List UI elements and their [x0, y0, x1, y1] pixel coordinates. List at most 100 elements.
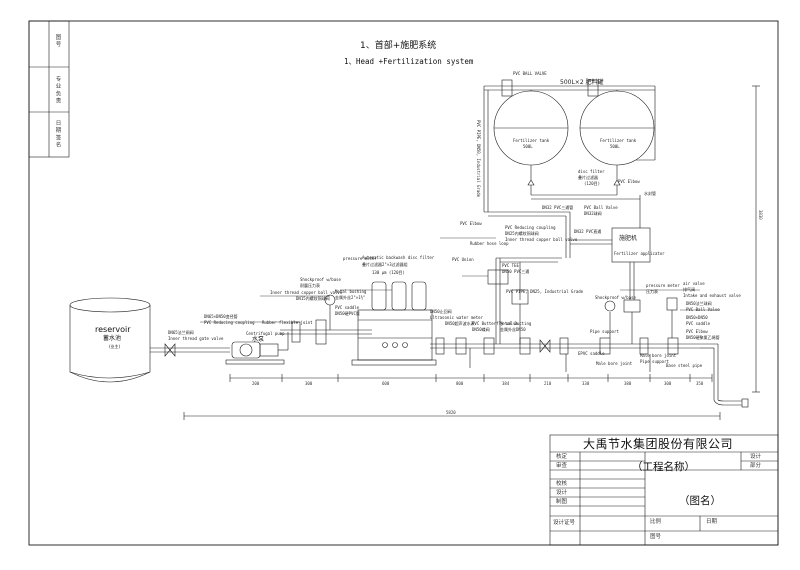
component-label: Pipe support — [590, 329, 619, 334]
tb-row-approve: 核定 — [556, 454, 568, 460]
dimension-label: 800 — [456, 381, 464, 386]
component-label: Metal bushing — [335, 289, 367, 294]
component-label: (120目) — [584, 181, 601, 186]
component-label: PVC Reducing coupling — [204, 320, 255, 325]
component-label: Inner thread gate valve — [168, 336, 224, 341]
component-label: DN32球阀 — [584, 211, 602, 216]
component-label: Rubber flexible joint — [262, 320, 313, 325]
project-name: （工程名称） — [632, 461, 695, 473]
component-label: PVC Union — [452, 257, 474, 262]
component-label: DN32 PVC直通 — [574, 229, 602, 234]
component-label: pressure meter — [343, 256, 377, 261]
component-label: PVC Elbow — [460, 221, 482, 226]
component-label: Automatic backwash disc filter — [362, 255, 435, 260]
component-label: 施肥机 — [619, 235, 638, 242]
component-label: Centrifugal pump — [246, 331, 285, 336]
component-label: DN25内螺纹铜球阀 — [505, 231, 539, 236]
tank2-name: Fertilizer tank — [600, 138, 637, 143]
component-label: Pipe support — [640, 359, 669, 364]
total-dimension: 5820 — [446, 410, 456, 415]
dimension-label: 300 — [664, 381, 672, 386]
dimension-label: 200 — [252, 381, 260, 386]
dimension-label: 350 — [696, 381, 704, 386]
reservoir-label-en: reservoir — [95, 325, 131, 334]
drawing-name: （图名） — [679, 495, 721, 507]
component-label: 压力表 — [646, 289, 658, 294]
company-name: 大禹节水集团股份有限公司 — [583, 437, 734, 451]
component-label: Inner thread copper ball valve — [505, 237, 578, 242]
component-label: Rubber hose loop — [470, 241, 509, 246]
drawing-title-en: 1、Head +Fertilization system — [344, 57, 474, 66]
component-label: PVC TEE — [502, 263, 519, 268]
component-label: PVC saddle — [335, 305, 360, 310]
component-label: PVC Reducing coupling — [505, 225, 556, 230]
component-label: Male bore joint — [596, 361, 633, 366]
component-label: 水泵 — [252, 336, 265, 343]
component-label: DN65法兰闸阀 — [168, 330, 194, 335]
tb-scale: 比例 — [650, 519, 662, 525]
dimension-label: 384 — [502, 381, 510, 386]
component-label: DN50法兰球阀 — [686, 301, 712, 306]
tank1-name: Fertilizer tank — [513, 138, 550, 143]
component-label: DN50 PVC三通 — [502, 269, 530, 274]
tb-row-design: 设计 — [556, 490, 568, 496]
component-label: 叠片过滤器 — [578, 175, 598, 180]
component-label: PVC Butterfly valve — [472, 321, 518, 326]
strip-label-drawing-no: 图 号 — [54, 34, 61, 47]
component-label: 金属外丝DN50 — [500, 327, 526, 332]
component-label: Metal Ducting — [500, 321, 532, 326]
tb-row-check: 校核 — [556, 481, 568, 487]
tank-header: 500L×2 肥料罐 — [560, 79, 604, 86]
tb-part-cell: 部分 — [750, 463, 762, 469]
component-label: PVC Ball Valve — [686, 307, 720, 312]
tb-row-draft: 制图 — [556, 499, 568, 505]
component-label: DN50蝶阀 — [472, 327, 490, 332]
component-label: 耐震压力表 — [300, 283, 320, 288]
dimension-label: 600 — [382, 381, 390, 386]
tank-ball-valve-label: PVC BALL VALVE — [513, 71, 547, 76]
component-label: 排气阀 — [683, 287, 695, 292]
component-label: Male bore joint — [640, 353, 677, 358]
component-label: Fertilizer applicator — [614, 251, 665, 256]
component-label: DN50×DN50 — [686, 315, 708, 320]
component-label: DN50止回阀 — [430, 309, 452, 314]
drawing-title-cn: 1、首部+施肥系统 — [360, 41, 437, 51]
component-label: 130 μm (120目) — [372, 270, 405, 275]
component-label: PVC Ball Valve — [584, 205, 618, 210]
component-label: DN50硬聚氯乙烯管 — [686, 335, 720, 340]
strip-label-lead: 专 业 负 责 — [54, 76, 61, 104]
component-label: Inner thread copper ball valve — [270, 290, 343, 295]
component-label: 水封管 — [644, 191, 656, 196]
tb-drawing-no: 图号 — [650, 534, 662, 540]
component-label: PVC Elbow — [686, 329, 708, 334]
component-label: DN65×DN50变径管 — [204, 314, 238, 319]
component-label: DN32 PVC三通管 — [542, 205, 574, 210]
dimension-label: 300 — [305, 381, 313, 386]
reservoir-owner-note: (业主) — [109, 344, 121, 349]
tank2-volume: 500L — [610, 144, 620, 149]
component-label: air valve — [683, 281, 705, 286]
height-dimension: 3830 — [758, 210, 763, 220]
component-label: Intake and exhaust valve — [683, 293, 741, 298]
strip-label-date: 日 期 签 名 — [54, 120, 61, 148]
component-label: DN15内螺纹铜球阀 — [296, 296, 330, 301]
reservoir-label-cn: 蓄水池 — [103, 335, 122, 342]
dimension-label: 210 — [544, 381, 552, 386]
component-label: pressure meter — [646, 283, 680, 288]
component-label: PVC saddle — [686, 321, 711, 326]
component-label: Base steel pipe — [666, 363, 703, 368]
component-label: 叠片过滤器2"×3过滤器组 — [362, 262, 408, 267]
tb-row-cert: 设计证号 — [553, 520, 576, 526]
dimension-label: 380 — [624, 381, 632, 386]
tb-design-cell: 设计 — [750, 454, 762, 460]
side-pipe-label: PVC PIPE, DN50, Industrial Grade — [476, 120, 481, 198]
component-label: Shockproof w/base — [595, 295, 636, 300]
tank1-volume: 500L — [523, 144, 533, 149]
component-label: PVC Elbow — [618, 179, 640, 184]
component-label: DN50超声波水表 — [445, 321, 475, 326]
component-label: 金属外丝2"×1½" — [335, 295, 366, 300]
tb-date: 日期 — [706, 519, 718, 525]
component-label: EPVC saddle — [578, 351, 605, 356]
